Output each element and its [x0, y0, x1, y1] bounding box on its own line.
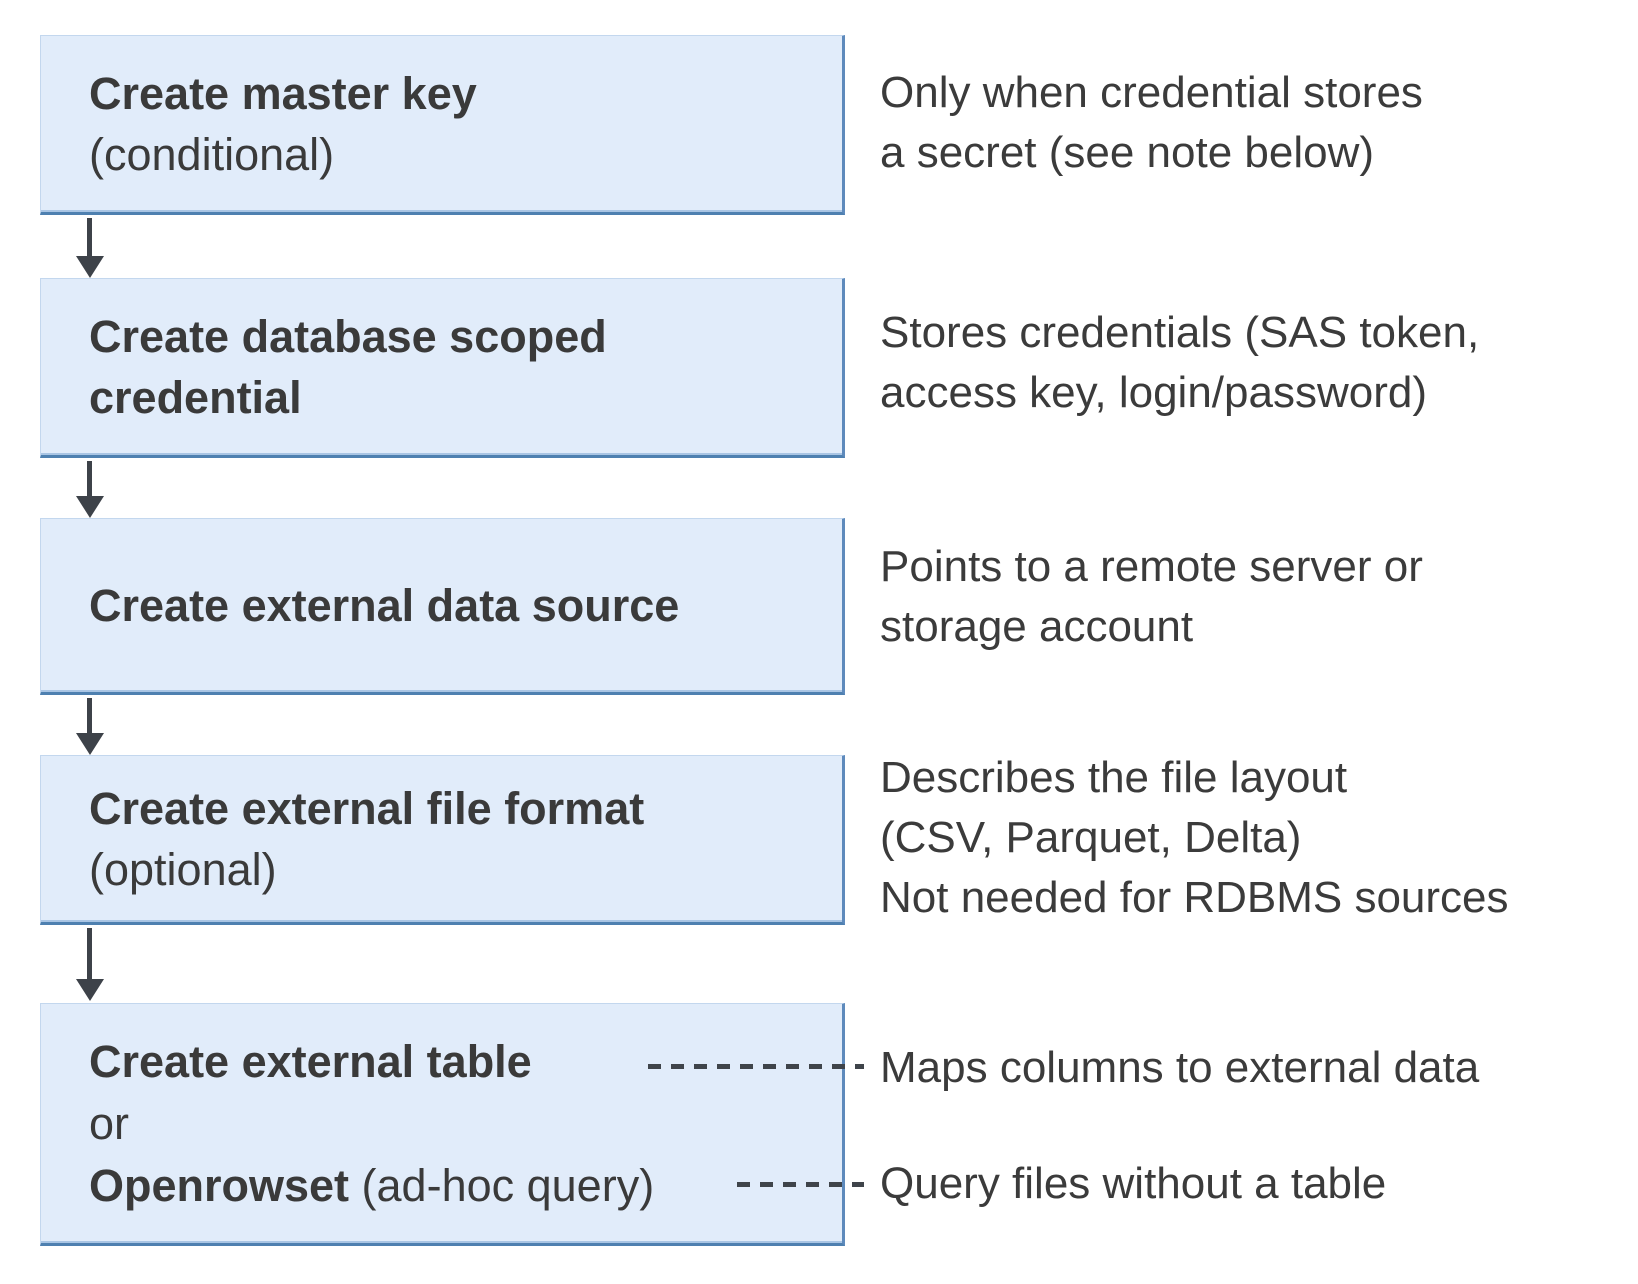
annotation-external-table: Maps columns to external data [880, 1043, 1480, 1092]
step-title: Create master key [89, 68, 477, 119]
step-box-create-database-scoped-credential: Create database scoped credential [40, 278, 845, 458]
step-subtitle: (optional) [89, 844, 277, 895]
annotation-file-format: Describes the file layout (CSV, Parquet,… [880, 753, 1509, 922]
step-title: Create external data source [89, 580, 680, 631]
arrow-stem [87, 461, 92, 498]
step-title-openrowset: Openrowset (ad-hoc query) [89, 1155, 822, 1217]
annotation-scoped-credential: Stores credentials (SAS token, access ke… [880, 308, 1480, 417]
arrow-head [76, 979, 104, 1001]
step-or-label: or [89, 1097, 130, 1149]
arrow-head [76, 496, 104, 518]
arrow-stem [87, 698, 92, 735]
arrow-head [76, 733, 104, 755]
dashed-connector-create-external-table [648, 1064, 864, 1069]
annotation-master-key: Only when credential stores a secret (se… [880, 68, 1423, 177]
dashed-connector-openrowset [737, 1182, 864, 1187]
openrowset-label: Openrowset [89, 1159, 350, 1211]
annotation-openrowset: Query files without a table [880, 1159, 1387, 1208]
arrow-stem [87, 928, 92, 981]
arrow-head [76, 256, 104, 278]
step-title: Create external file format [89, 783, 645, 834]
step-title-create-external-table: Create external table [89, 1035, 532, 1087]
arrow-stem [87, 218, 92, 258]
adhoc-query-label: (ad-hoc query) [349, 1159, 655, 1211]
step-box-create-external-data-source: Create external data source [40, 518, 845, 695]
step-box-create-master-key: Create master key (conditional) [40, 35, 845, 215]
step-title: Create database scoped credential [89, 311, 607, 423]
step-box-create-external-file-format: Create external file format (optional) [40, 755, 845, 925]
step-subtitle: (conditional) [89, 129, 335, 180]
annotation-data-source: Points to a remote server or storage acc… [880, 542, 1423, 651]
step-box-create-external-table-or-openrowset: Create external table or Openrowset (ad-… [40, 1003, 845, 1246]
